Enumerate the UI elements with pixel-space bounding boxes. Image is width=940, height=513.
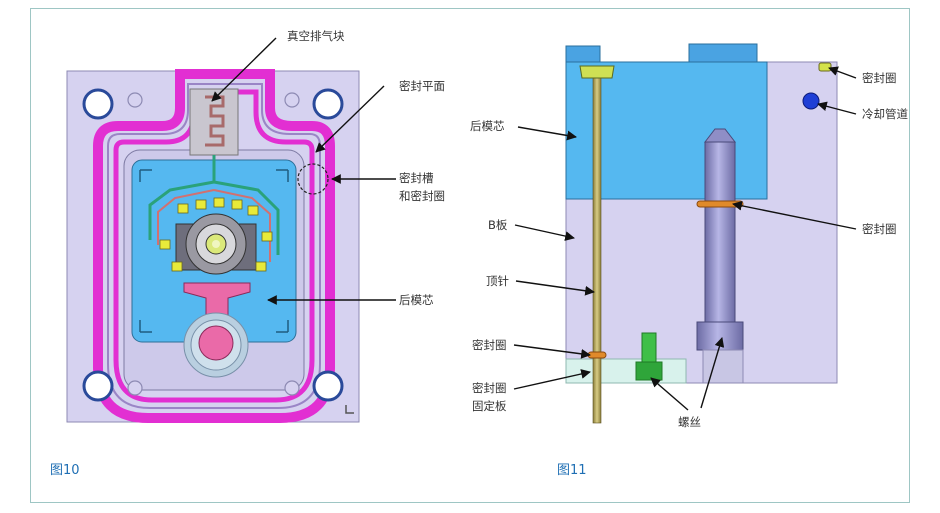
bolt-hole-br	[312, 370, 344, 402]
figure10-mold-plate	[66, 69, 360, 423]
core-pin-rod	[704, 141, 736, 323]
label-screw: 螺丝	[678, 415, 701, 429]
label-seal-groove-1: 密封槽	[399, 171, 434, 185]
label-seal-face: 密封平面	[399, 79, 445, 93]
label-seal-fixing-plate-1: 密封圈	[472, 381, 507, 395]
label-vacuum-vent: 真空排气块	[287, 29, 345, 43]
label-cooling-channel: 冷却管道	[862, 107, 908, 121]
bolt-hole-tr	[312, 88, 344, 120]
label-ejector-pin: 顶针	[486, 274, 509, 288]
bolt-hole-bl	[82, 370, 114, 402]
label-b-plate: B板	[488, 218, 508, 232]
label-seal-ring-left: 密封圈	[472, 338, 507, 352]
seal-face-ring	[93, 69, 335, 423]
seal-ring-top-right	[818, 62, 832, 72]
seal-groove-callout-circle	[297, 163, 329, 195]
label-rear-core-10: 后模芯	[399, 293, 434, 307]
label-seal-ring-top: 密封圈	[862, 71, 897, 85]
cooling-channel	[802, 92, 820, 110]
label-seal-groove-2: 和密封圈	[399, 189, 445, 203]
screw	[641, 332, 657, 366]
label-seal-fixing-plate-2: 固定板	[472, 399, 507, 413]
bolt-hole-tl	[82, 88, 114, 120]
seal-ring-right	[696, 200, 744, 208]
seal-fixing-plate	[565, 358, 687, 384]
label-seal-ring-right: 密封圈	[862, 222, 897, 236]
ejector-pin	[592, 65, 602, 424]
label-rear-core-11: 后模芯	[470, 119, 505, 133]
figure11-section-view	[565, 43, 838, 424]
seal-ring-left	[587, 351, 607, 359]
caption-figure10: 图10	[50, 463, 80, 478]
caption-figure11: 图11	[557, 463, 587, 478]
